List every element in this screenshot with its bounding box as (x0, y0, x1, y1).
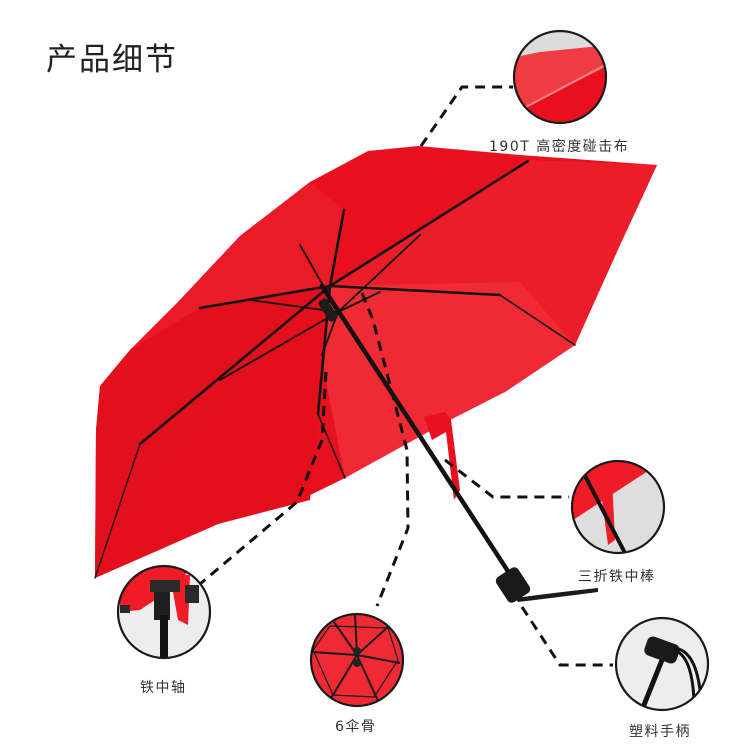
callout-leader-lines (199, 85, 613, 667)
umbrella-canopy (95, 146, 657, 578)
callout-label-handle: 塑料手柄 (629, 724, 691, 740)
callout-label-shaft: 三折铁中棒 (578, 569, 656, 585)
callout-label-fabric: 190T 高密度碰击布 (489, 139, 630, 155)
umbrella-handle (495, 567, 598, 603)
callout-center-circle (116, 564, 212, 660)
callout-ribs-circle (309, 612, 405, 708)
callout-label-center: 铁中轴 (140, 680, 187, 696)
page-title: 产品细节 (46, 42, 178, 78)
callout-fabric-circle (512, 29, 608, 125)
umbrella-ribs (94, 159, 576, 579)
umbrella-shaft (318, 283, 598, 603)
callout-shaft-circle (570, 459, 666, 555)
callout-handle-circle (614, 616, 710, 712)
callout-label-ribs: 6伞骨 (335, 719, 377, 735)
